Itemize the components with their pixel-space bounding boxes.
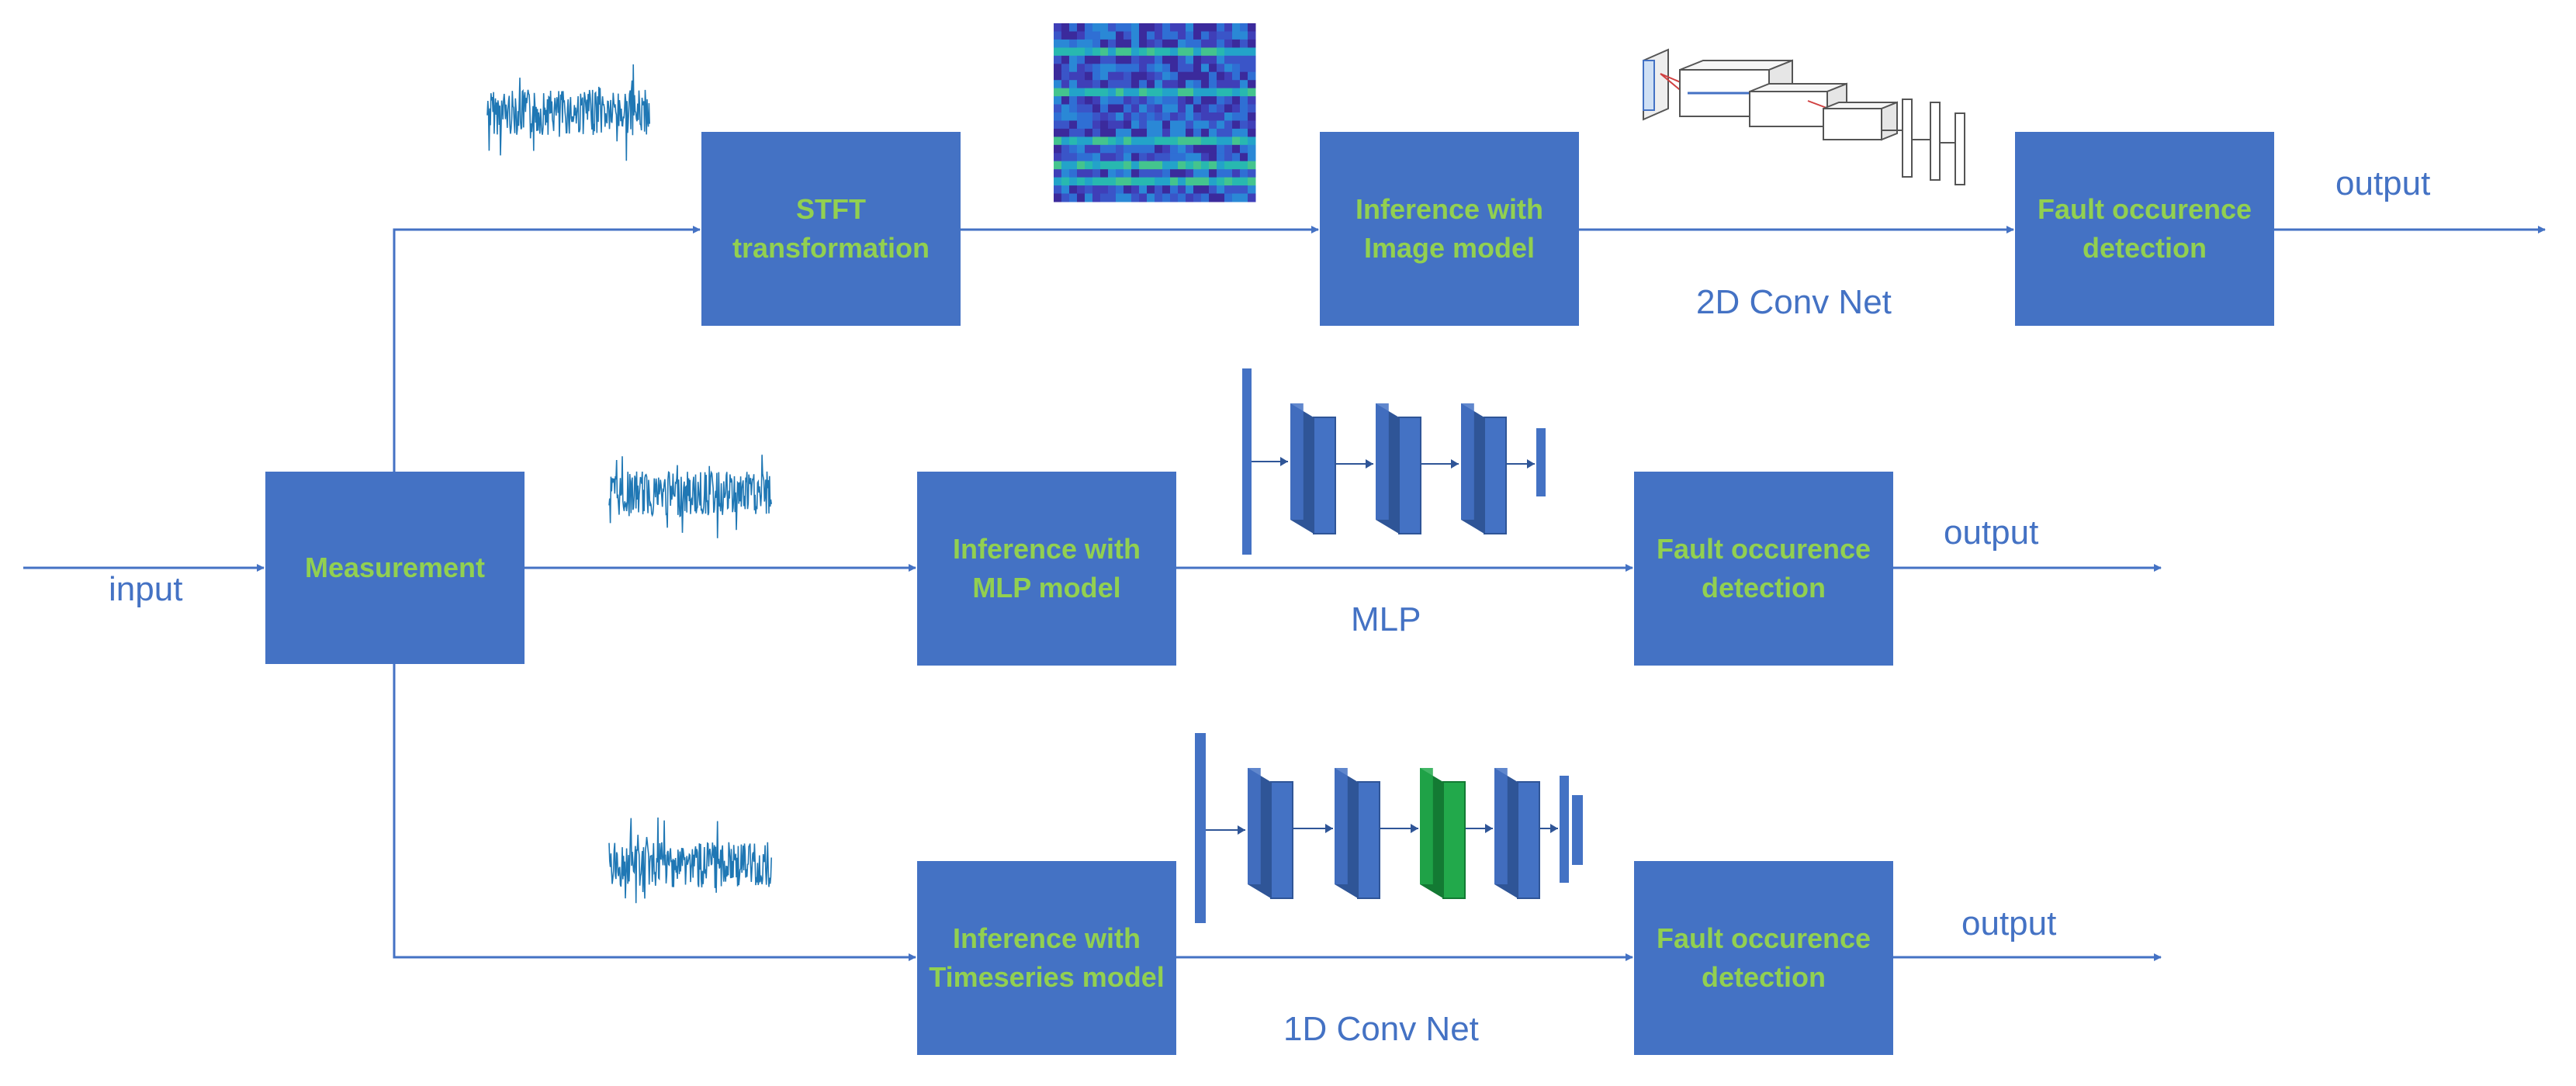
input-label: input	[109, 570, 183, 608]
signal-waveform-icon	[608, 455, 772, 538]
output-label-bot: output	[1961, 904, 2057, 942]
measurement-label: Measurement	[304, 552, 486, 583]
timeseries-model-box: Inference with Timeseries model	[917, 861, 1176, 1055]
conv2d-net-label: 2D Conv Net	[1696, 283, 1892, 321]
conv1d-network-icon	[1195, 733, 1583, 923]
conv2d-network-icon	[1643, 48, 1965, 185]
image-model-box: Inference with Image model	[1320, 132, 1579, 326]
mlp-network-icon	[1242, 368, 1546, 555]
mlp-model-label: Inference with MLP model	[952, 533, 1141, 604]
fault-detection-bot-box: Fault occurence detection	[1634, 861, 1893, 1055]
output-label-mid: output	[1944, 514, 2039, 552]
conv1d-net-label: 1D Conv Net	[1283, 1010, 1479, 1048]
spectrogram-icon	[1054, 23, 1256, 202]
timeseries-model-label: Inference with Timeseries model	[929, 922, 1165, 993]
line-measurement-to-stft	[393, 226, 701, 472]
line-measurement-to-timeseries	[393, 664, 916, 961]
signal-waveform-icon	[486, 64, 650, 161]
mlp-model-box: Inference with MLP model	[917, 472, 1176, 666]
stft-label: STFT transformation	[732, 193, 930, 264]
mlp-net-label: MLP	[1351, 600, 1421, 638]
image-model-label: Inference with Image model	[1355, 193, 1544, 264]
stft-transformation-box: STFT transformation	[701, 132, 961, 326]
fault-detection-top-box: Fault occurence detection	[2015, 132, 2274, 326]
fault-bot-label: Fault occurence detection	[1656, 922, 1871, 993]
output-label-top: output	[2335, 164, 2431, 202]
signal-waveform-icon	[608, 817, 772, 904]
fault-top-label: Fault occurence detection	[2037, 193, 2252, 264]
fault-mid-label: Fault occurence detection	[1656, 533, 1871, 604]
fault-detection-mid-box: Fault occurence detection	[1634, 472, 1893, 666]
measurement-box: Measurement	[265, 472, 525, 664]
